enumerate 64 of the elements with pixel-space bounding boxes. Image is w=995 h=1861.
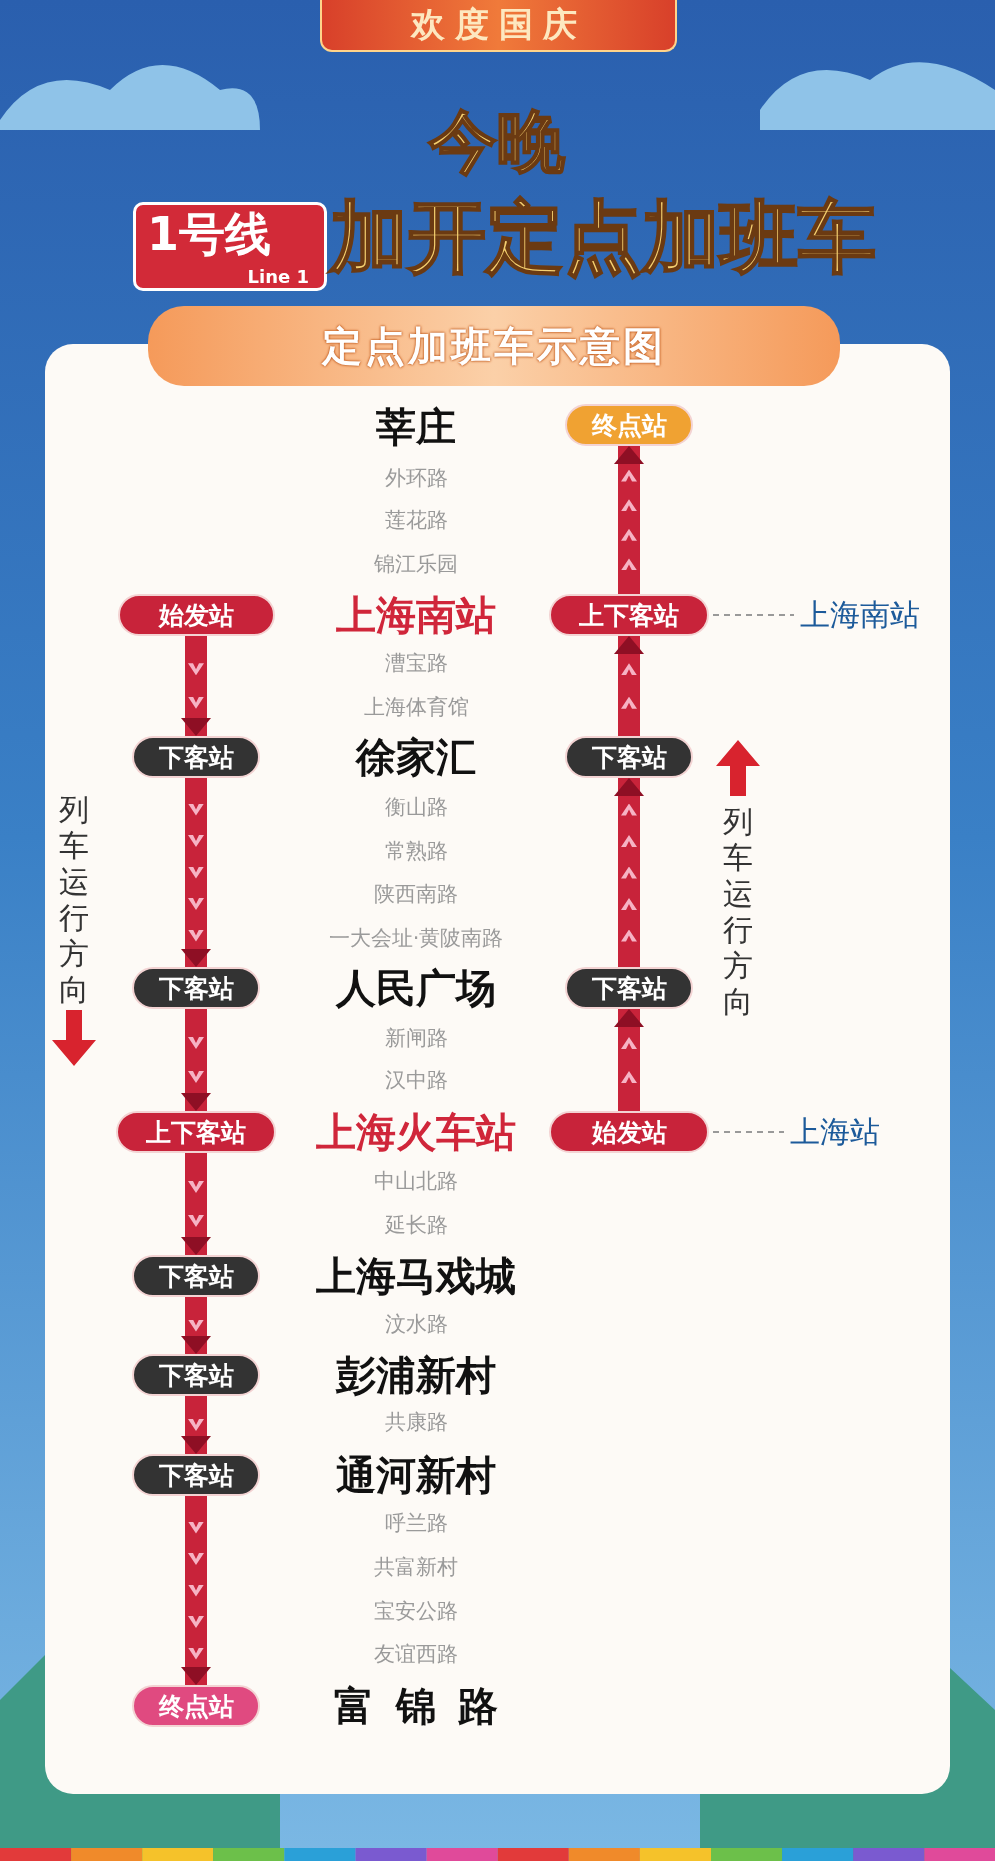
direction-text: 列车运行方向 — [722, 804, 754, 1020]
station-name: 彭浦新村 — [336, 1350, 496, 1400]
station-name: 陕西南路 — [374, 881, 458, 908]
line-segment — [181, 1153, 211, 1255]
heading: 今晚 — [429, 100, 565, 183]
station-badge: 终点站 — [565, 404, 693, 446]
station-badge: 终点站 — [132, 1685, 260, 1727]
station-badge: 上下客站 — [116, 1111, 276, 1153]
station-name: 汉中路 — [384, 1067, 448, 1094]
station-name: 上海南站 — [800, 595, 940, 635]
line-segment — [181, 636, 211, 736]
station-name: 一大会址·黄陂南路 — [328, 925, 504, 952]
line-segment — [181, 1297, 211, 1354]
connector-line — [712, 614, 795, 616]
station-name: 延长路 — [384, 1212, 448, 1239]
line-segment — [614, 778, 644, 967]
station-name: 常熟路 — [384, 838, 448, 865]
connector-line — [712, 1131, 785, 1133]
line-segment — [181, 1396, 211, 1454]
station-name: 人民广场 — [336, 963, 496, 1013]
station-name: 共富新村 — [374, 1554, 458, 1581]
station-name: 宝安公路 — [374, 1598, 458, 1625]
station-name: 上海马戏城 — [316, 1251, 516, 1301]
station-name: 中山北路 — [374, 1168, 458, 1195]
station-name: 富锦路 — [333, 1681, 520, 1731]
station-badge: 始发站 — [549, 1111, 709, 1153]
line-segment — [614, 1009, 644, 1111]
line-segment — [614, 636, 644, 736]
title-banner: 欢度国庆 — [320, 0, 677, 52]
line-segment — [181, 778, 211, 967]
station-badge: 始发站 — [117, 594, 275, 636]
station-name: 徐家汇 — [356, 732, 476, 782]
station-name: 衡山路 — [384, 794, 448, 821]
line-segment — [181, 1009, 211, 1111]
station-name: 通河新村 — [336, 1450, 496, 1500]
line-segment — [181, 1496, 211, 1685]
station-name: 友谊西路 — [374, 1641, 458, 1668]
station-name: 上海火车站 — [316, 1107, 516, 1157]
station-name: 上海南站 — [336, 590, 496, 640]
station-name: 外环路 — [384, 465, 448, 492]
line-number: 1号线 — [147, 206, 271, 263]
station-badge: 下客站 — [132, 967, 260, 1009]
line-name: Line 1 — [247, 266, 309, 287]
station-name: 新闸路 — [384, 1025, 448, 1052]
station-badge: 上下客站 — [549, 594, 709, 636]
station-name: 莲花路 — [384, 507, 448, 534]
station-badge: 下客站 — [132, 1354, 260, 1396]
subtitle-band: 定点加班车示意图 — [148, 306, 840, 386]
direction-text: 列车运行方向 — [58, 792, 90, 1008]
station-name: 莘庄 — [376, 402, 456, 452]
title: 加开定点加班车 — [330, 191, 876, 284]
station-badge: 下客站 — [565, 967, 693, 1009]
station-name: 上海体育馆 — [363, 694, 469, 721]
station-name: 呼兰路 — [384, 1510, 448, 1537]
station-name: 汶水路 — [384, 1311, 448, 1338]
station-name: 共康路 — [384, 1409, 448, 1436]
station-name: 漕宝路 — [384, 650, 448, 677]
station-badge: 下客站 — [132, 1454, 260, 1496]
station-badge: 下客站 — [132, 1255, 260, 1297]
line-segment — [614, 446, 644, 594]
station-badge: 下客站 — [132, 736, 260, 778]
station-name: 上海站 — [790, 1112, 900, 1152]
station-name: 锦江乐园 — [374, 551, 458, 578]
station-badge: 下客站 — [565, 736, 693, 778]
